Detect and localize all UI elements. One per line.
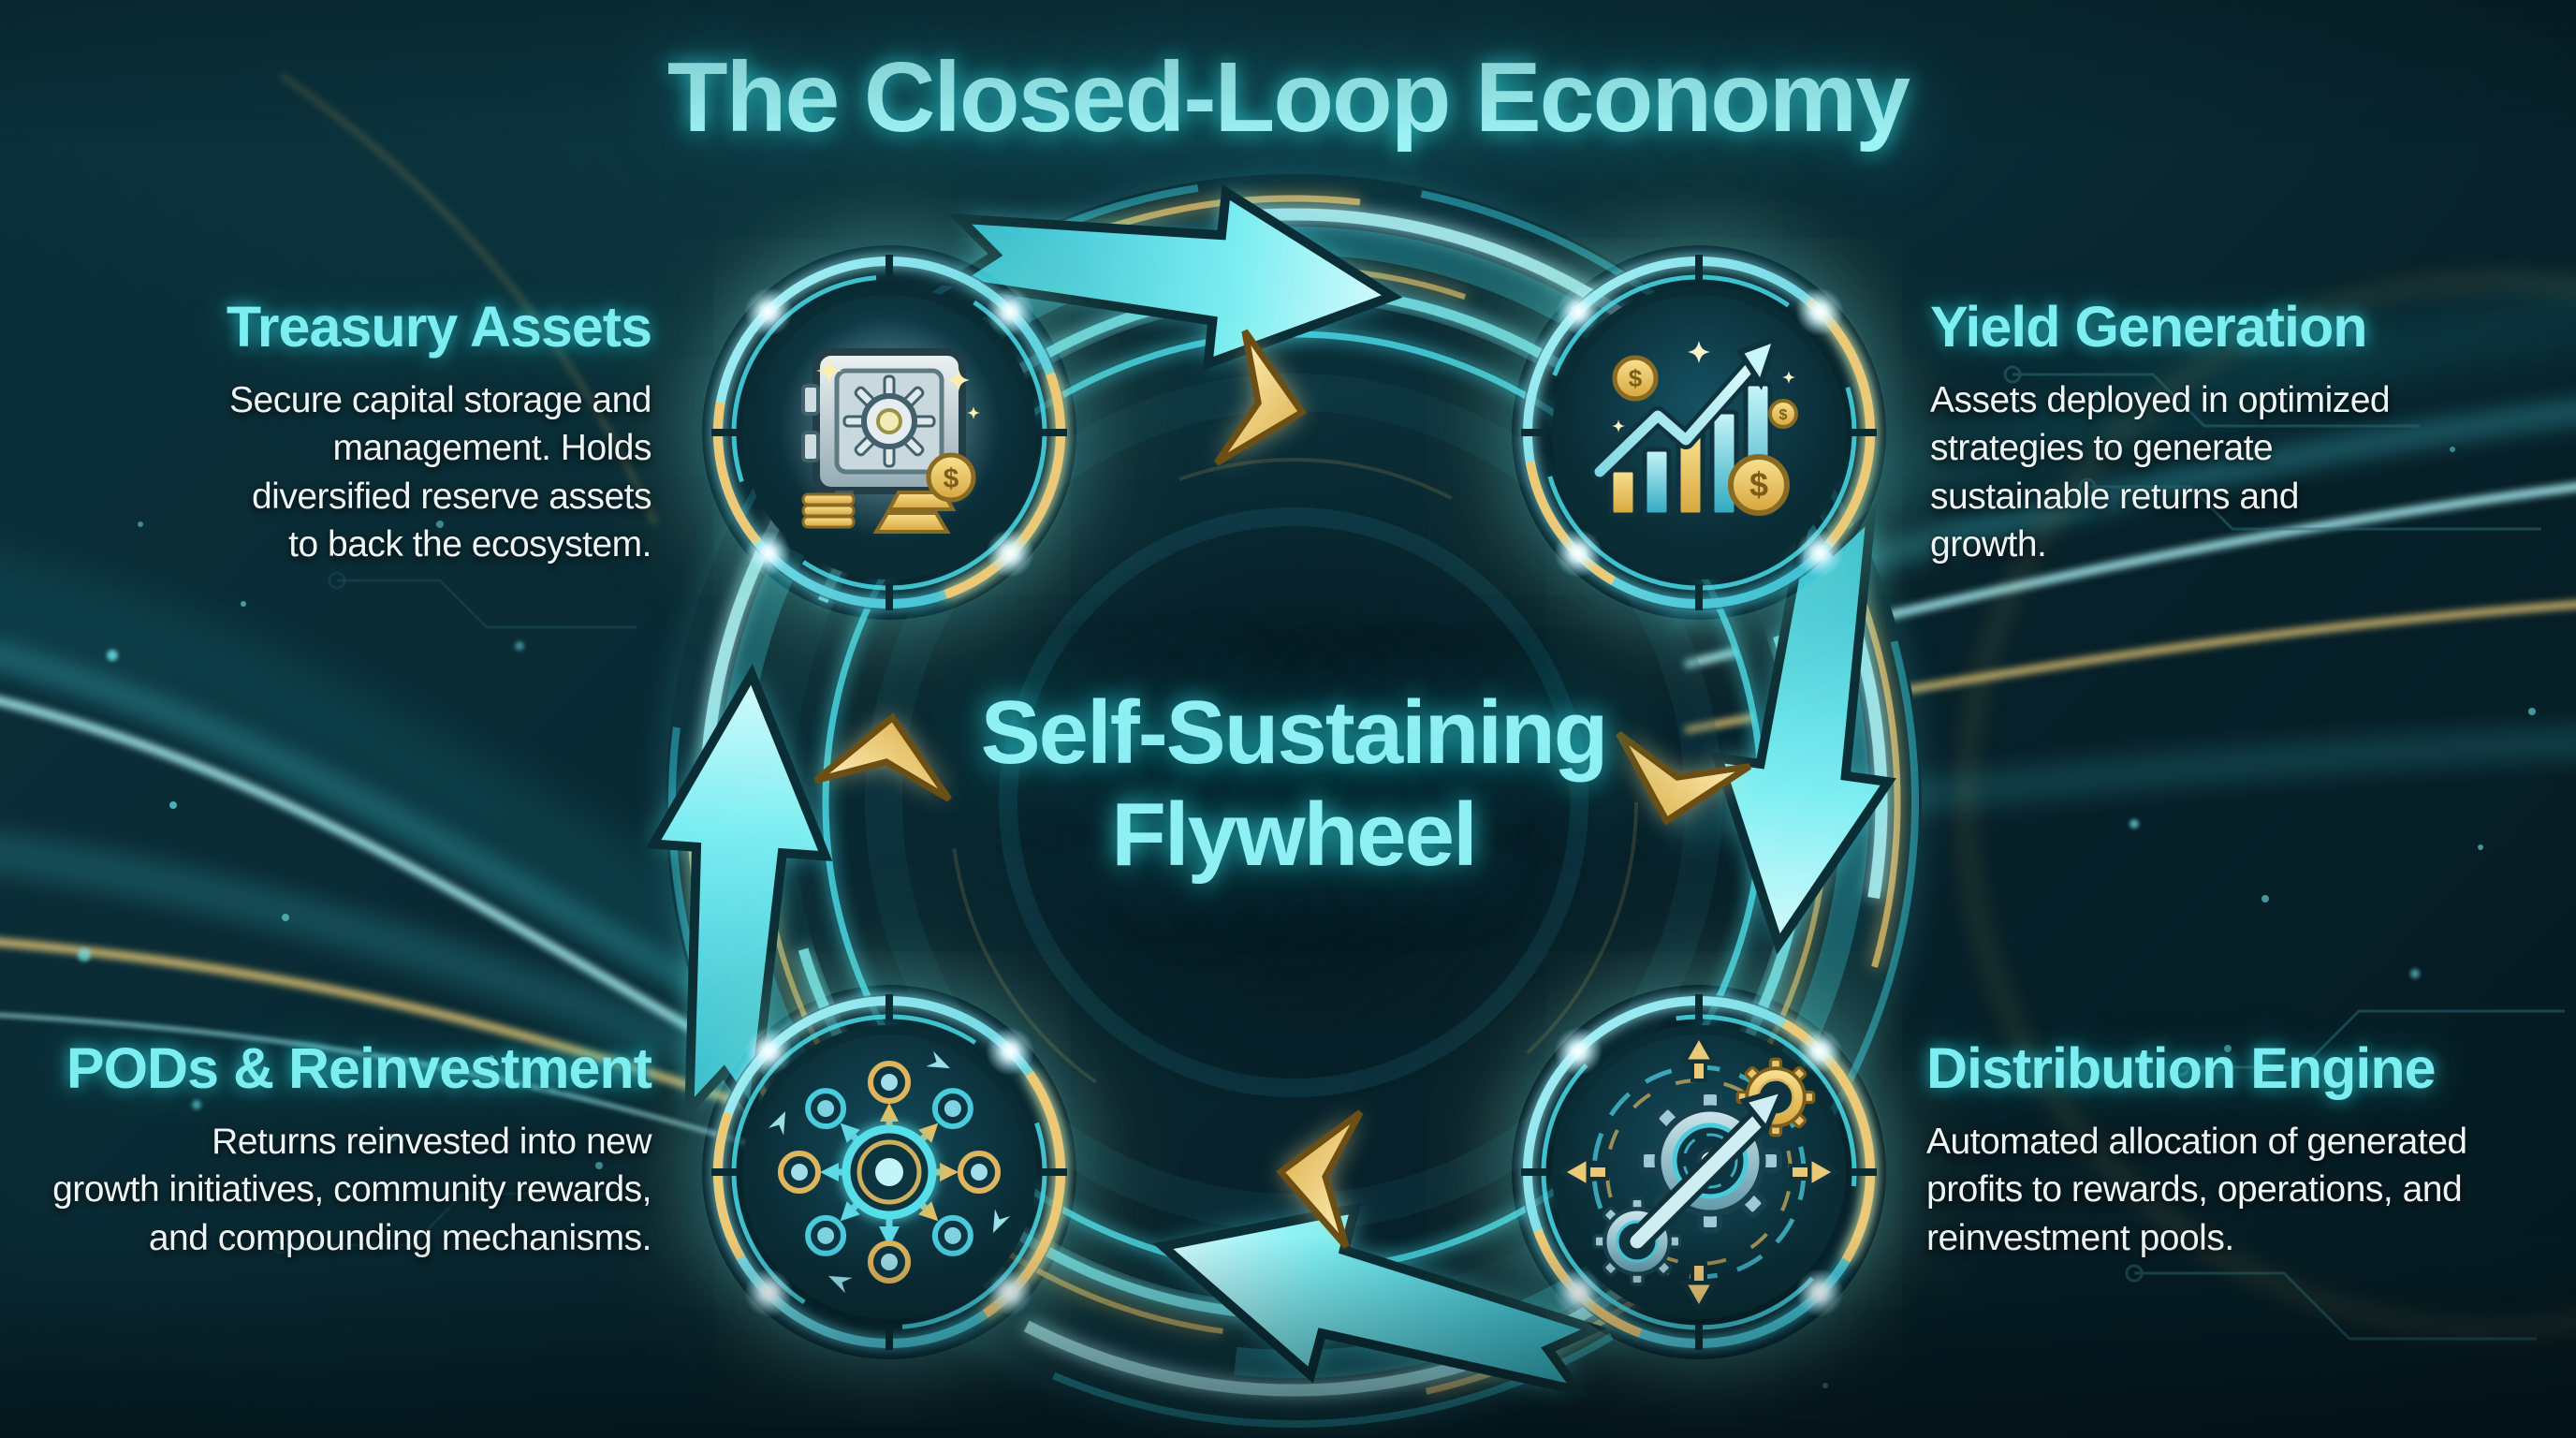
flywheel-center-label: Self-Sustaining Flywheel <box>980 682 1609 886</box>
pods-node-graphic <box>711 994 1067 1350</box>
node-yield-generation: $ $ $ <box>1512 245 1886 620</box>
section-title-pods: PODs & Reinvestment <box>66 1036 652 1100</box>
section-pods-reinvestment: PODs & Reinvestment Returns reinvested i… <box>0 1035 652 1262</box>
vault-safe-icon: $ <box>779 317 1000 538</box>
vault-dial <box>842 374 936 468</box>
section-distribution-engine: Distribution Engine Automated allocation… <box>1926 1035 2572 1262</box>
yield-node-graphic: $ $ $ <box>1521 255 1877 610</box>
section-title-yield: Yield Generation <box>1930 295 2367 359</box>
gold-coins-stack <box>801 492 856 529</box>
distribution-node-graphic <box>1521 994 1877 1350</box>
dollar-coin: $ <box>926 452 976 503</box>
section-title-treasury: Treasury Assets <box>226 295 652 359</box>
section-description-pods: Returns reinvested into new growth initi… <box>52 1122 651 1258</box>
node-distribution-engine <box>1512 985 1886 1359</box>
svg-text:$: $ <box>1629 364 1643 392</box>
page-title: The Closed-Loop Economy <box>666 42 1910 153</box>
section-treasury-assets: Treasury Assets Secure capital storage a… <box>15 294 652 569</box>
node-treasury-assets: $ <box>702 245 1076 620</box>
central-hub <box>842 1124 937 1220</box>
section-yield-generation: Yield Generation Assets deployed in opti… <box>1930 294 2553 569</box>
section-description-distribution: Automated allocation of generated profit… <box>1926 1122 2467 1258</box>
section-title-distribution: Distribution Engine <box>1926 1036 2437 1100</box>
svg-text:$: $ <box>1749 465 1768 504</box>
section-description-treasury: Secure capital storage and management. H… <box>229 380 651 565</box>
section-description-yield: Assets deployed in optimized strategies … <box>1930 380 2391 565</box>
svg-text:$: $ <box>1779 407 1788 423</box>
svg-text:$: $ <box>944 463 959 494</box>
vault-node-graphic: $ <box>711 255 1067 610</box>
node-pods-reinvestment <box>702 985 1076 1359</box>
